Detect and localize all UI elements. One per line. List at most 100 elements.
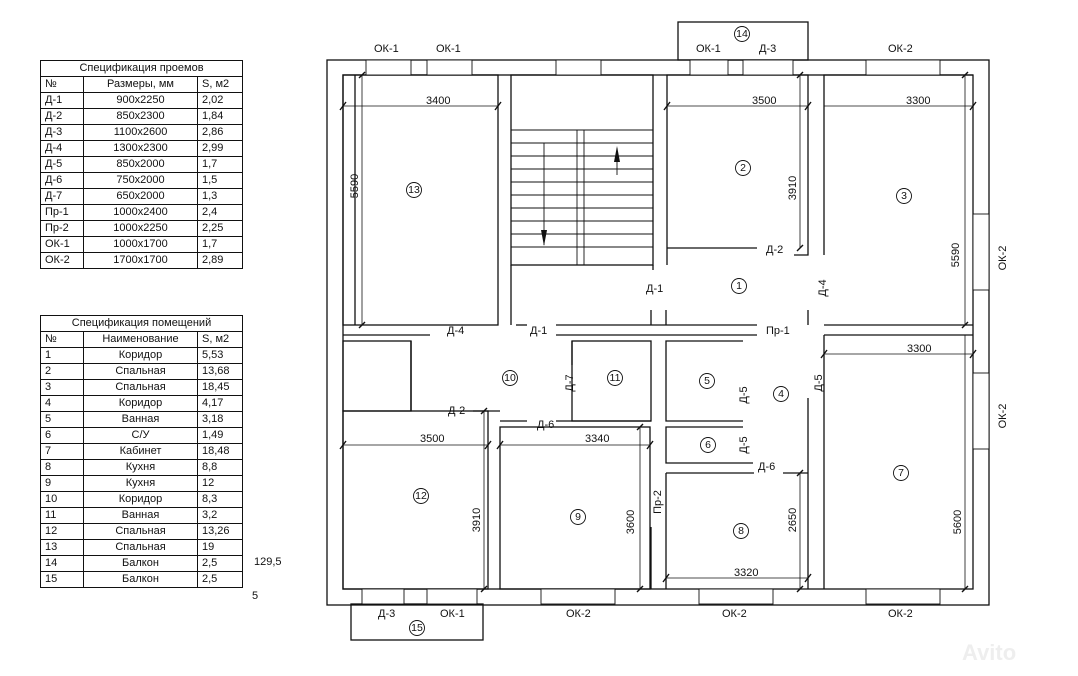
door-label: Д-7 [564,374,576,391]
dimension-label: 5600 [952,510,964,534]
balcony-15 [350,603,484,641]
table-cell: 1,3 [197,188,243,205]
window-label: ОК-1 [436,43,461,55]
table-cell: Д-5 [40,156,84,173]
room-number-8: 8 [733,523,749,539]
door-label: Д-2 [448,405,465,417]
svg-text:1: 1 [736,280,742,292]
svg-text:15: 15 [411,622,423,634]
window-label: ОК-1 [696,43,721,55]
openings-spec-table: Спецификация проемов № Размеры, мм S, м2… [40,60,243,269]
dimension-label: 3600 [625,510,637,534]
dimension-label: 5590 [349,174,361,198]
dimension-label: 3910 [471,508,483,532]
staircase [511,129,653,265]
table-cell: 15 [40,571,84,588]
window-label: ОК-1 [374,43,399,55]
window-label: ОК-2 [997,404,1009,429]
svg-text:11: 11 [610,372,621,384]
svg-text:12: 12 [415,490,427,502]
rooms-spec-table: Спецификация помещений № Наименование S,… [40,315,243,588]
table-cell: Спальная [83,523,198,540]
table-cell: 2,5 [197,571,243,588]
room-number-14: 14 [734,26,750,42]
dimension-label: 2650 [787,508,799,532]
room-number-9: 9 [570,509,586,525]
svg-text:8: 8 [738,525,744,537]
table-cell: Коридор [83,395,198,412]
room-number-13: 13 [406,182,422,198]
dimension-label: 3500 [420,433,444,445]
table-cell: 850x2000 [83,156,198,173]
door-labels: Д-3 Д-1 Д-2 Д-4 Д-4 Д-1 Пр-1 Д-2 Д-6 Д-7… [378,43,829,620]
svg-text:7: 7 [898,467,904,479]
dimension-label: 5590 [950,243,962,267]
room-number-2: 2 [735,160,751,176]
dimension-label: 3400 [426,95,450,107]
table-cell: 1700x1700 [83,252,198,269]
dimension-label: 3300 [906,95,930,107]
svg-text:13: 13 [408,184,420,196]
door-label: Д-5 [813,374,825,391]
table-cell: 2,25 [197,220,243,237]
window-label: ОК-1 [440,608,465,620]
windows [361,59,990,605]
room-number-1: 1 [731,278,747,294]
door-label: Д-2 [766,244,783,256]
door-label: Д-4 [817,279,829,296]
door-label: Пр-1 [766,325,790,337]
svg-text:5: 5 [704,375,710,387]
table-cell: Пр-1 [40,204,84,221]
svg-text:2: 2 [740,162,746,174]
door-label: Д-5 [738,436,750,453]
svg-text:10: 10 [504,372,516,384]
table-cell: Кухня [83,475,198,492]
watermark: Avito [962,640,1017,665]
dimension-labels: 3400 5590 3500 3910 3300 5590 3300 3500 … [349,95,964,579]
window-label: ОК-2 [722,608,747,620]
svg-text:6: 6 [705,439,711,451]
rooms-total: 129,5 [254,556,282,568]
window-label: ОК-2 [566,608,591,620]
table-cell: 1,84 [197,108,243,125]
dimension-label: 3910 [787,176,799,200]
door-label: Д-1 [646,283,663,295]
svg-text:4: 4 [778,388,784,400]
door-label: Д-6 [537,419,554,431]
door-label: Д-3 [378,608,395,620]
outer-wall-outer [326,59,990,606]
column-header: S, м2 [197,331,243,348]
dimension-label: 3300 [907,343,931,355]
table-cell: ОК-1 [40,236,84,253]
table-cell: Пр-2 [40,220,84,237]
room-number-15: 15 [409,620,425,636]
room-number-3: 3 [896,188,912,204]
room-number-12: 12 [413,488,429,504]
window-label: ОК-2 [888,43,913,55]
table-cell: 3,18 [197,411,243,428]
table-cell: 12 [197,475,243,492]
dimension-lines [339,71,977,593]
room-numbers: 1 2 3 4 5 6 7 8 9 10 11 12 13 14 15 [406,26,912,636]
dimension-label: 3500 [752,95,776,107]
